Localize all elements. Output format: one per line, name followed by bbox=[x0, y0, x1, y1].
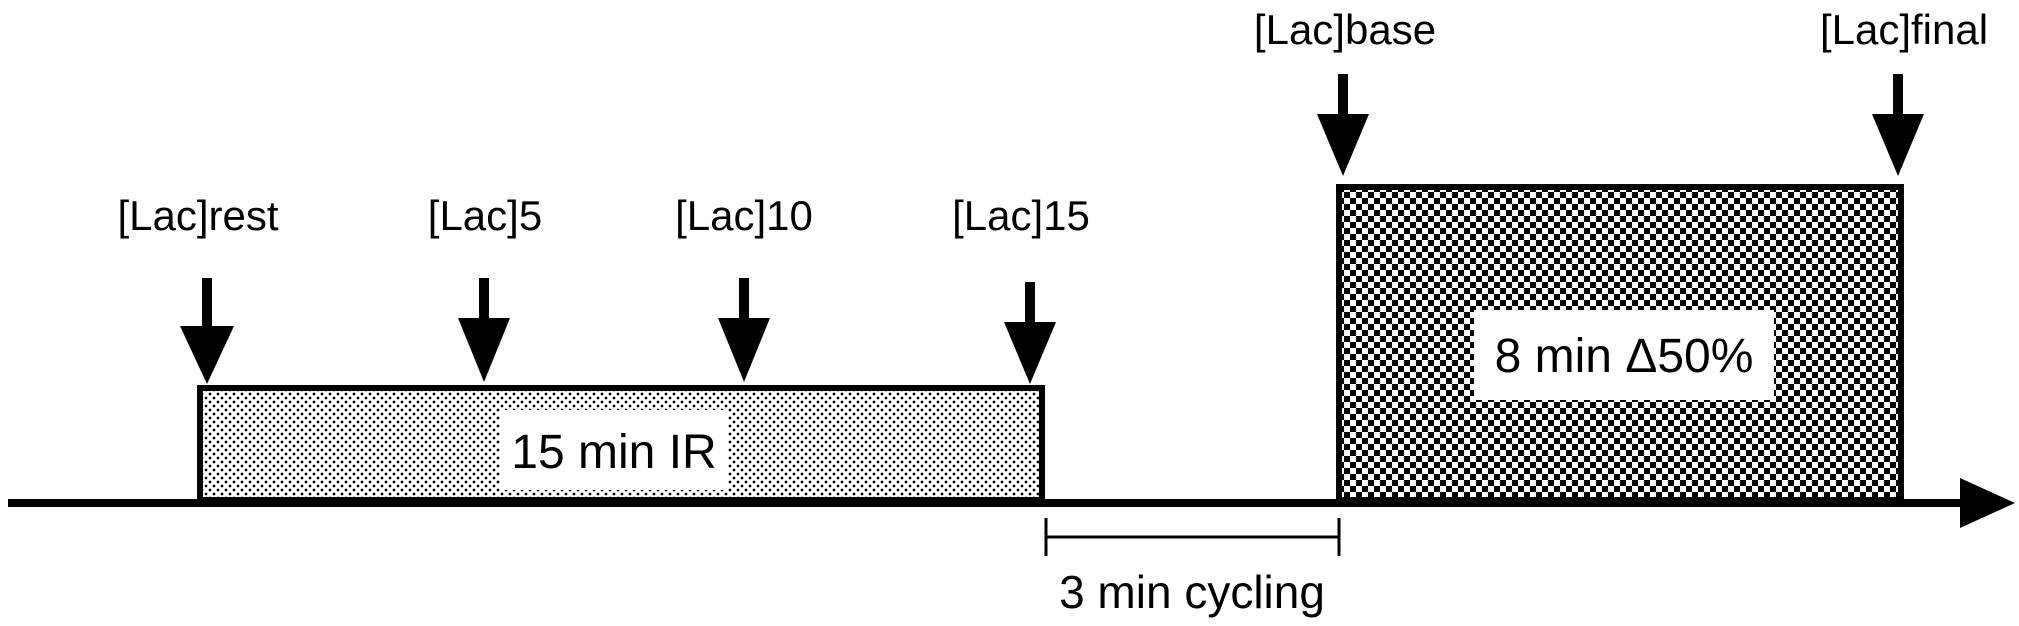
label-lac-base: [Lac]base bbox=[1254, 6, 1436, 53]
ir-phase-label: 15 min IR bbox=[511, 426, 716, 479]
arrow-10-icon bbox=[718, 278, 770, 382]
arrow-5-icon bbox=[458, 278, 510, 382]
arrow-15-icon bbox=[1004, 282, 1056, 384]
ir-phase-label-bg bbox=[500, 410, 728, 490]
cycling-phase-label: 3 min cycling bbox=[1059, 566, 1325, 618]
arrow-rest-icon bbox=[180, 278, 234, 384]
label-lac-10: [Lac]10 bbox=[675, 192, 813, 239]
label-lac-final: [Lac]final bbox=[1820, 6, 1988, 53]
delta-phase-label: 8 min Δ50% bbox=[1495, 330, 1754, 383]
time-axis-arrowhead bbox=[1960, 478, 2015, 528]
arrow-base-icon bbox=[1317, 74, 1369, 176]
label-lac-5: [Lac]5 bbox=[428, 192, 542, 239]
label-lac-rest: [Lac]rest bbox=[117, 192, 278, 239]
arrow-final-icon bbox=[1872, 74, 1924, 176]
delta-phase-label-bg bbox=[1474, 310, 1774, 400]
label-lac-15: [Lac]15 bbox=[952, 192, 1090, 239]
